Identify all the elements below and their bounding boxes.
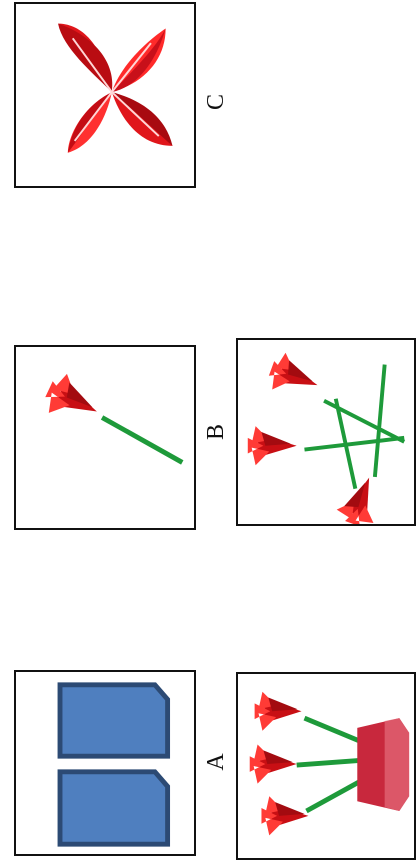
label-b: B (203, 424, 229, 441)
blue-paper-square-2 (57, 769, 171, 847)
flower-head (249, 744, 297, 784)
panel-b-bottom (236, 338, 416, 526)
flower-head (254, 691, 302, 731)
panel-a-top (14, 670, 196, 856)
panel-c-top (14, 2, 196, 188)
flowers-in-vase-image (249, 691, 410, 836)
label-c: C (203, 94, 229, 111)
stem (296, 757, 364, 768)
crossed-stems-flowers-image (247, 352, 406, 524)
panel-b-top (14, 345, 196, 530)
vase-shade (384, 718, 410, 811)
stem (100, 415, 184, 465)
stem (304, 435, 405, 452)
blue-paper-square-1 (57, 682, 171, 759)
flower-head (247, 426, 297, 466)
single-flower-image (45, 373, 184, 465)
stem (372, 364, 387, 478)
flower-head (336, 477, 374, 524)
four-petal-flower-image (58, 23, 173, 153)
stem (333, 398, 358, 490)
flower-head (261, 796, 309, 836)
stem (303, 715, 365, 745)
flower-head (268, 352, 318, 390)
petal (67, 92, 112, 153)
stem (305, 777, 365, 814)
blue-paper-squares-image (57, 682, 171, 847)
petal (111, 92, 173, 146)
panel-a-bottom (236, 672, 416, 860)
label-a: A (203, 753, 229, 771)
flower-head (45, 373, 97, 413)
